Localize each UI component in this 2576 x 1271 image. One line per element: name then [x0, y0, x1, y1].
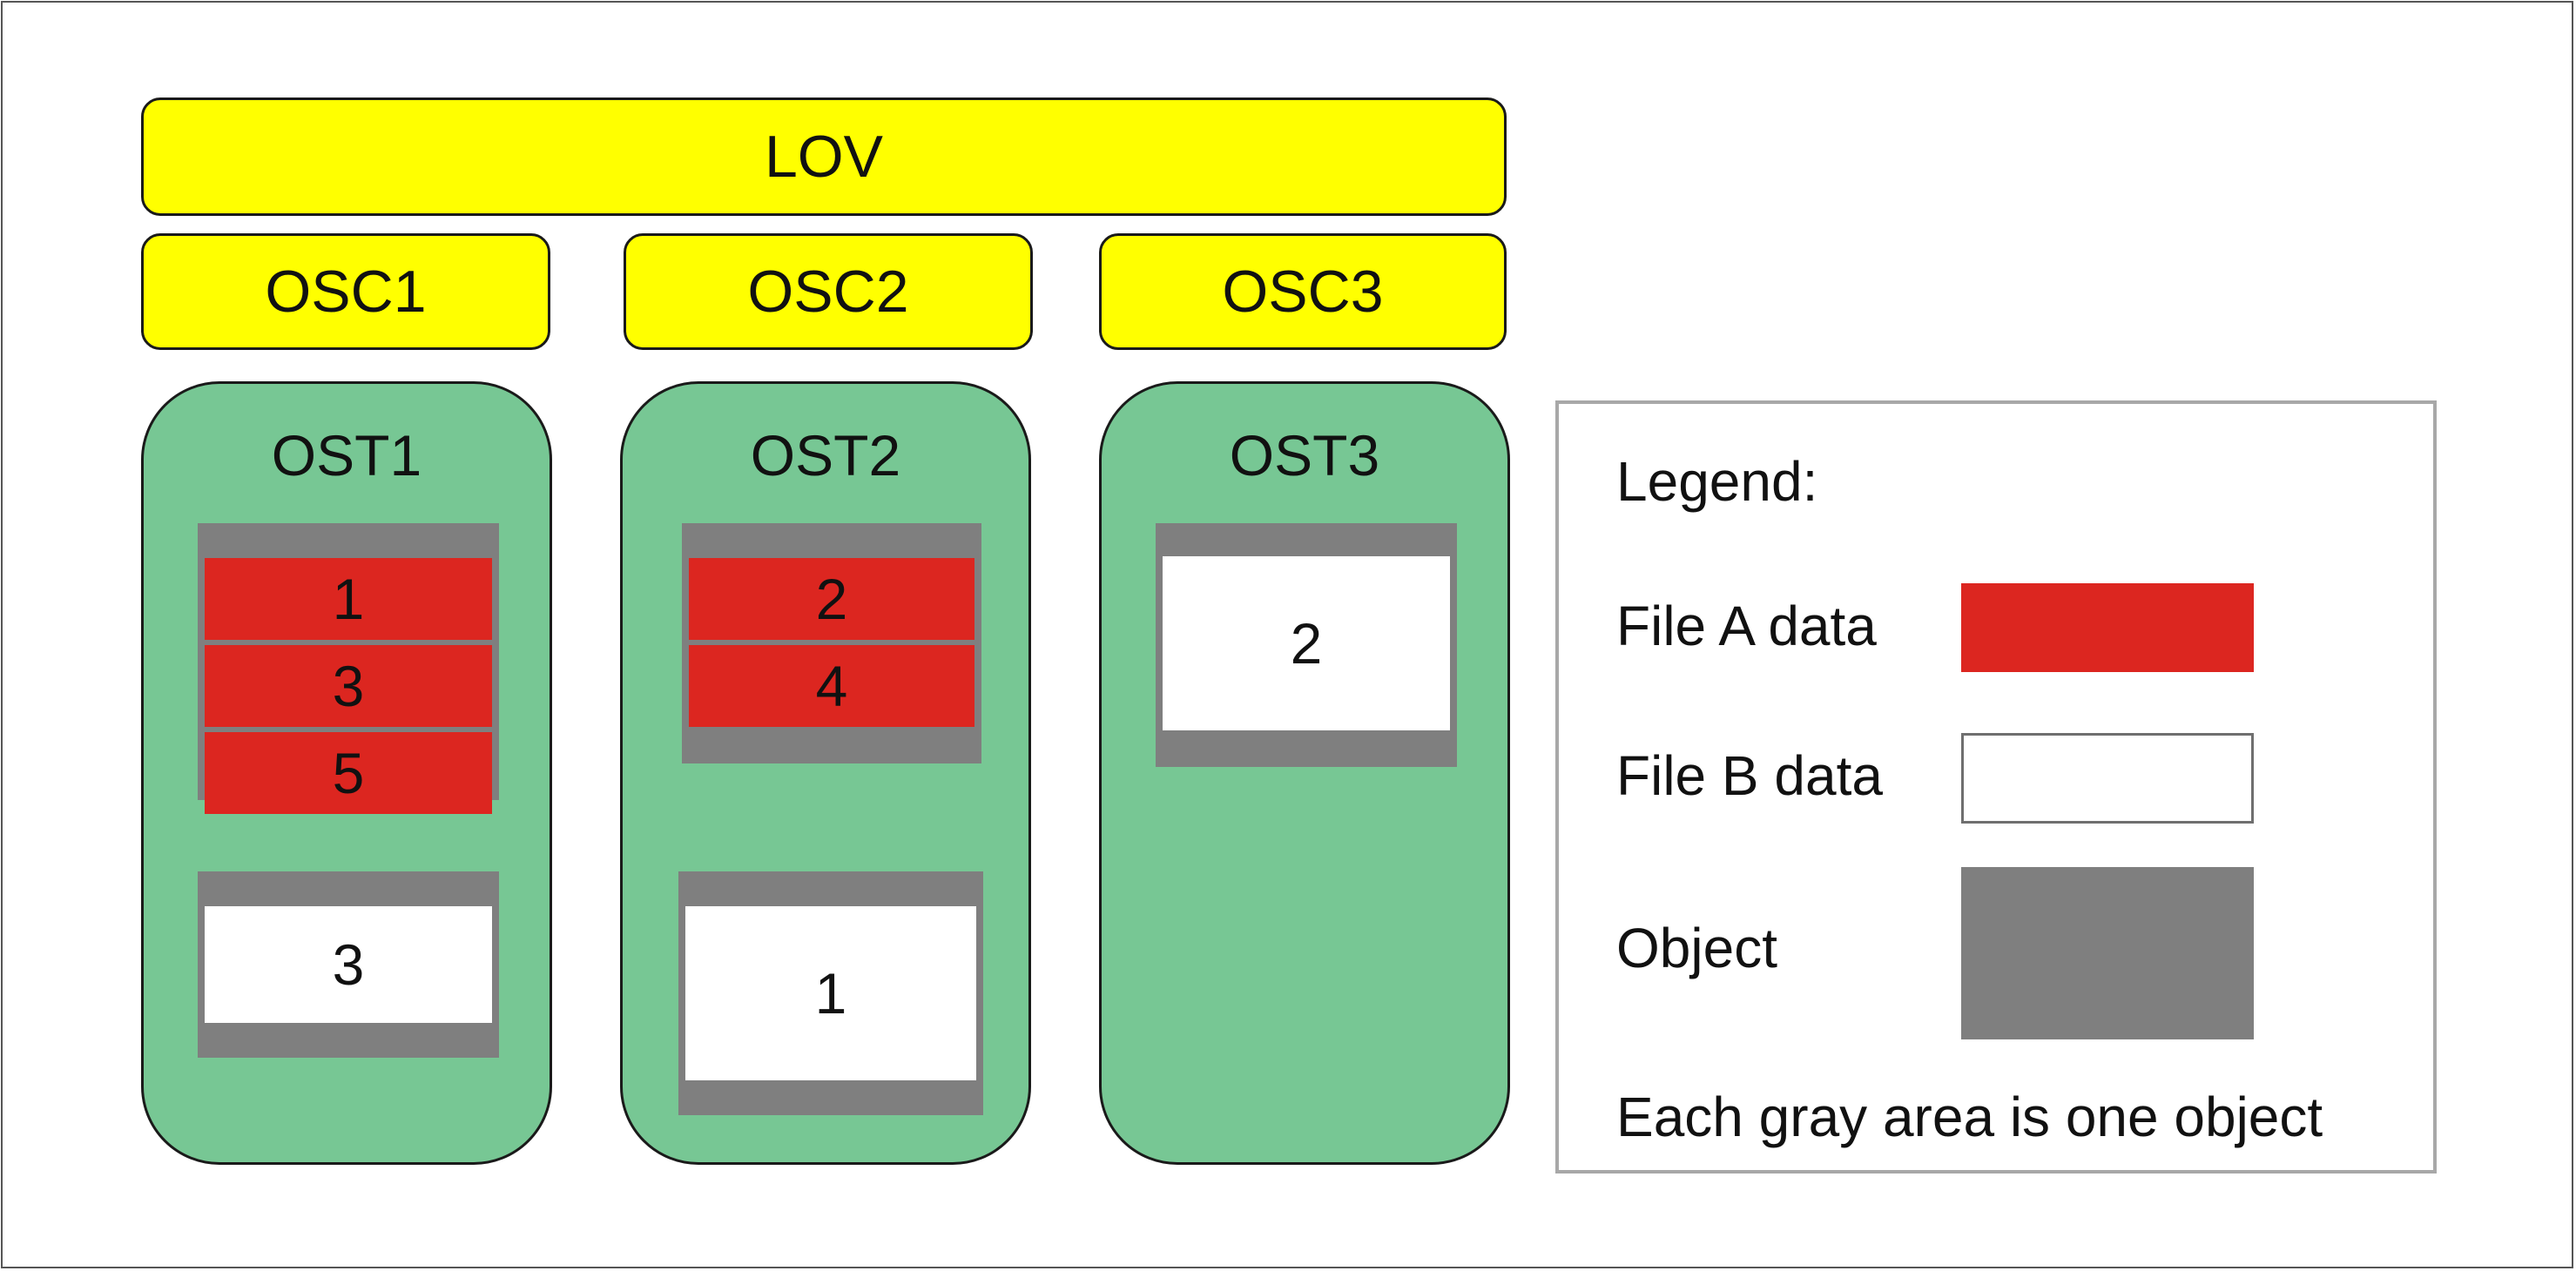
osc2-box: OSC2 — [624, 233, 1033, 350]
legend-file-b-swatch — [1961, 733, 2254, 824]
ost3-object-1: 2 — [1156, 523, 1457, 767]
osc1-label: OSC1 — [265, 259, 427, 325]
lov-label: LOV — [764, 124, 884, 190]
ost3-box: OST3 2 — [1099, 381, 1510, 1165]
legend-file-a-label: File A data — [1616, 595, 1877, 657]
ost2-object-1: 2 4 — [682, 523, 981, 763]
osc3-label: OSC3 — [1222, 259, 1384, 325]
ost2-title: OST2 — [750, 423, 901, 488]
ost1-object-2: 3 — [198, 871, 499, 1058]
ost1-chunk-a3: 3 — [205, 645, 492, 727]
ost1-chunk-a1: 1 — [205, 558, 492, 640]
chunk-label: 4 — [815, 654, 848, 718]
legend-file-a-swatch — [1961, 583, 2254, 672]
ost1-object-1: 1 3 5 — [198, 523, 499, 814]
chunk-label: 2 — [815, 567, 848, 631]
ost2-box: OST2 2 4 1 — [620, 381, 1031, 1165]
chunk-label: 5 — [332, 741, 365, 805]
legend-box: Legend: File A data File B data Object E… — [1555, 400, 2437, 1173]
ost2-object-2: 1 — [678, 871, 983, 1115]
ost1-chunk-b3: 3 — [205, 906, 492, 1023]
legend-title: Legend: — [1616, 450, 1818, 513]
ost1-box: OST1 1 3 5 3 — [141, 381, 552, 1165]
ost1-title: OST1 — [271, 423, 422, 488]
lov-box: LOV — [141, 98, 1507, 216]
legend-file-b-label: File B data — [1616, 744, 1883, 807]
ost3-chunk-b2: 2 — [1163, 556, 1450, 730]
chunk-label: 1 — [814, 961, 847, 1026]
legend-object-swatch — [1961, 867, 2254, 1039]
chunk-label: 3 — [332, 932, 365, 997]
osc2-label: OSC2 — [747, 259, 909, 325]
ost3-title: OST3 — [1229, 423, 1380, 488]
ost2-chunk-a4: 4 — [689, 645, 974, 727]
ost1-chunk-a5: 5 — [205, 732, 492, 814]
legend-object-label: Object — [1616, 917, 1777, 979]
legend-note: Each gray area is one object — [1616, 1086, 2323, 1148]
chunk-label: 2 — [1290, 611, 1323, 676]
ost2-chunk-b1: 1 — [685, 906, 976, 1080]
chunk-label: 3 — [332, 654, 365, 718]
osc1-box: OSC1 — [141, 233, 550, 350]
ost2-chunk-a2: 2 — [689, 558, 974, 640]
osc3-box: OSC3 — [1099, 233, 1507, 350]
chunk-label: 1 — [332, 567, 365, 631]
